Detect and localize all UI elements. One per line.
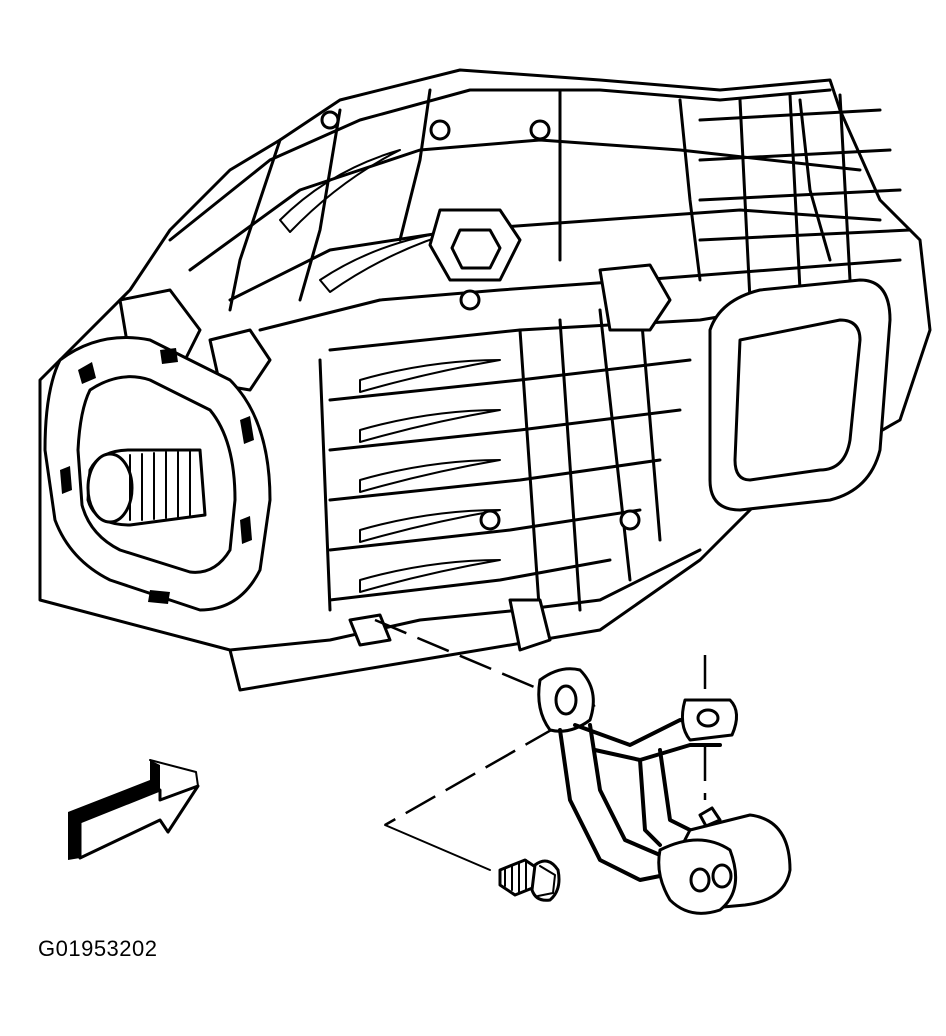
view-direction-arrow-icon <box>68 759 200 860</box>
sensor-bracket <box>537 667 792 915</box>
mounting-bolt <box>498 858 561 902</box>
front-flange <box>43 336 272 612</box>
figure-id-label: G01953202 <box>38 936 158 961</box>
